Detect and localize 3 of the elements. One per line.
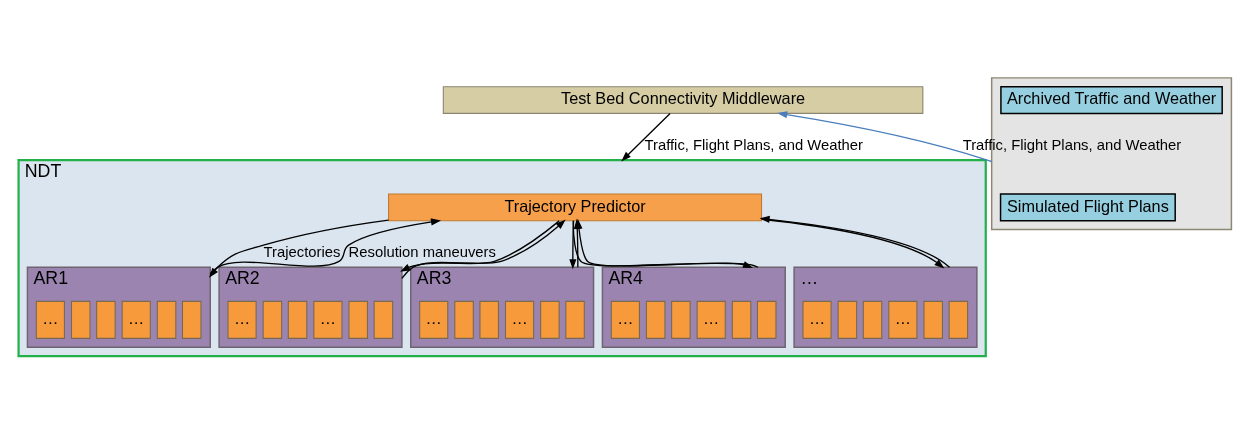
edge-label: Trajectories: [263, 243, 341, 260]
edge-label: Resolution maneuvers: [348, 243, 496, 260]
edge-label: Traffic, Flight Plans, and Weather: [644, 136, 864, 153]
